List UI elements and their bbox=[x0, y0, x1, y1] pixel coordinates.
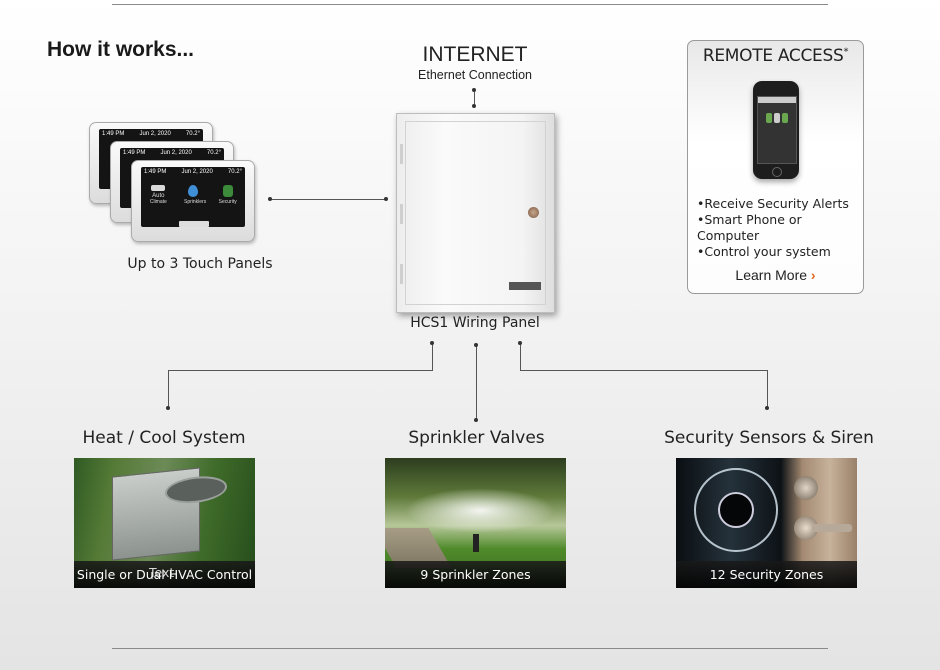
sprinkler-icon: Sprinklers bbox=[184, 185, 206, 205]
branch-connector bbox=[432, 343, 433, 370]
branch-connector bbox=[520, 343, 521, 370]
sprinkler-title: Sprinkler Valves bbox=[408, 428, 545, 448]
page-title: How it works... bbox=[47, 38, 195, 61]
touch-panels-caption: Up to 3 Touch Panels bbox=[127, 256, 273, 272]
wiring-panel-image bbox=[396, 113, 555, 313]
hvac-caption: Single or Dual HVAC Control Text bbox=[74, 561, 255, 588]
smartphone-icon bbox=[753, 81, 799, 179]
connector-dot bbox=[384, 197, 388, 201]
connector-dot bbox=[166, 406, 170, 410]
connector-dot bbox=[472, 88, 476, 92]
remote-access-features: Receive Security Alerts Smart Phone or C… bbox=[697, 196, 863, 260]
chevron-right-icon: › bbox=[810, 267, 816, 283]
connector-dot bbox=[518, 341, 522, 345]
security-photo: 12 Security Zones bbox=[676, 458, 857, 588]
bottom-rule bbox=[112, 648, 828, 649]
connector-dot bbox=[430, 341, 434, 345]
connector-dot bbox=[472, 104, 476, 108]
feature-item: Smart Phone or Computer bbox=[697, 212, 863, 244]
internet-subtitle: Ethernet Connection bbox=[418, 68, 532, 82]
top-rule bbox=[112, 4, 828, 5]
remote-access-title: REMOTE ACCESS* bbox=[702, 46, 849, 66]
overlay-text: Text bbox=[149, 565, 175, 580]
security-caption: 12 Security Zones bbox=[676, 561, 857, 588]
branch-connector bbox=[168, 370, 169, 408]
connector-dot bbox=[268, 197, 272, 201]
sprinkler-caption: 9 Sprinkler Zones bbox=[385, 561, 566, 588]
feature-item: Control your system bbox=[697, 244, 863, 260]
remote-access-card: REMOTE ACCESS* Receive Security Alerts S… bbox=[687, 40, 864, 294]
wiring-panel-caption: HCS1 Wiring Panel bbox=[410, 315, 540, 331]
branch-connector bbox=[476, 345, 477, 420]
internet-connector bbox=[474, 90, 475, 106]
sprinkler-photo: 9 Sprinkler Zones bbox=[385, 458, 566, 588]
connector-dot bbox=[765, 406, 769, 410]
branch-connector bbox=[767, 370, 768, 408]
feature-item: Receive Security Alerts bbox=[697, 196, 863, 212]
security-title: Security Sensors & Siren bbox=[664, 428, 874, 448]
hvac-photo: Single or Dual HVAC Control Text bbox=[74, 458, 255, 588]
shield-icon: Security bbox=[219, 185, 237, 205]
learn-more-link[interactable]: Learn More › bbox=[735, 267, 816, 283]
connector-dot bbox=[474, 418, 478, 422]
branch-connector bbox=[520, 370, 768, 371]
branch-connector bbox=[168, 370, 433, 371]
panel-connector bbox=[270, 199, 386, 200]
connector-dot bbox=[474, 343, 478, 347]
heat-cool-title: Heat / Cool System bbox=[82, 428, 246, 448]
internet-title: INTERNET bbox=[422, 43, 528, 66]
